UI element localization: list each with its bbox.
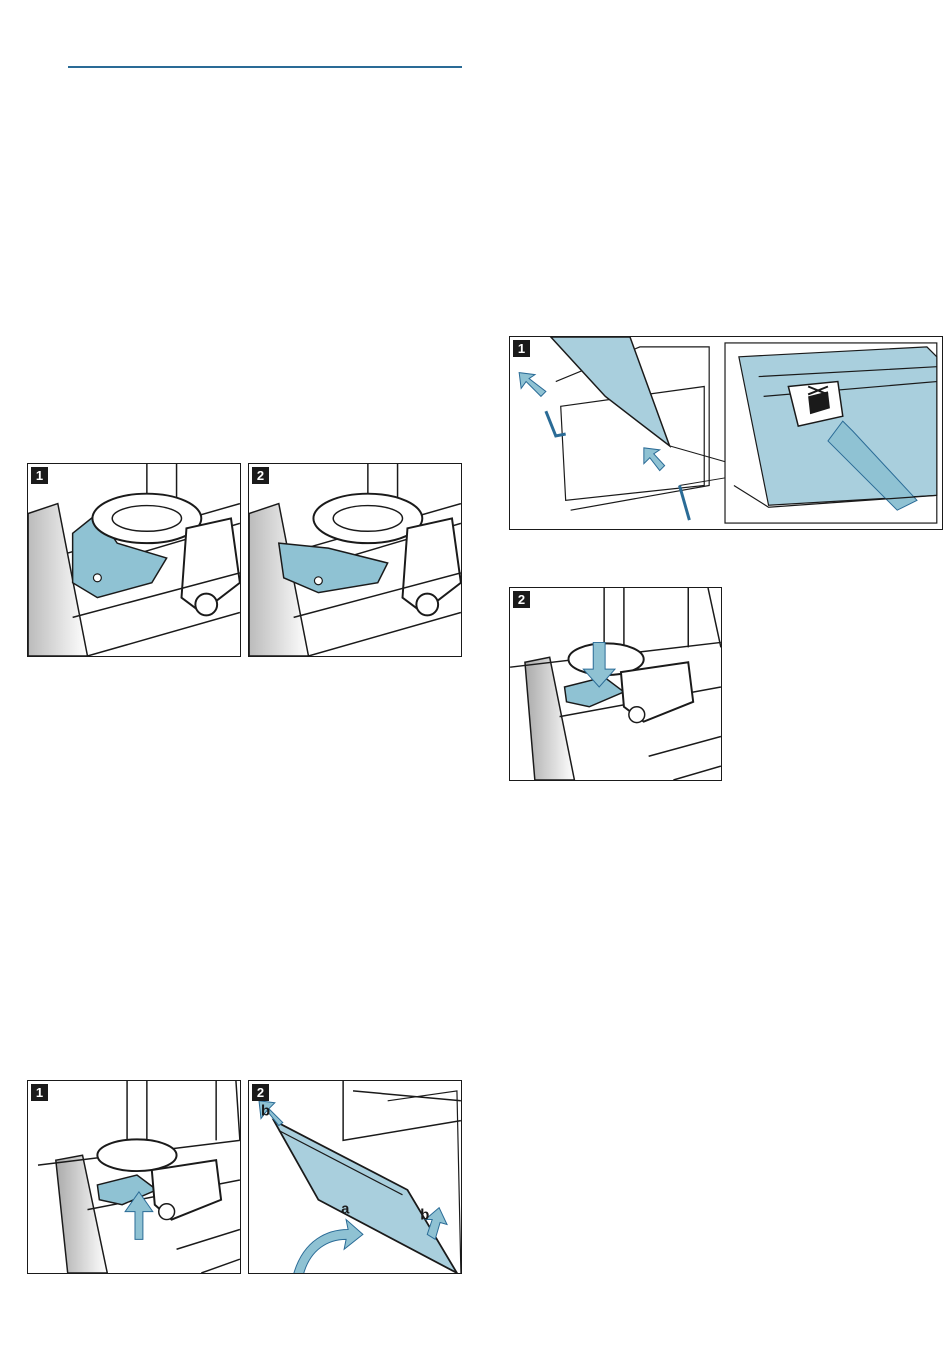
label-a: a	[341, 1202, 350, 1218]
step-badge: 2	[252, 1084, 269, 1101]
hinge-lever-open-illustration	[28, 464, 240, 656]
hinge-lever-locked-illustration	[249, 464, 461, 656]
label-b-right: b	[420, 1208, 429, 1224]
hinge-lever-press-down-illustration	[510, 588, 721, 780]
label-b-top: b	[261, 1104, 270, 1120]
step-badge: 1	[31, 467, 48, 484]
glass-figure-step-1: 1	[509, 336, 943, 530]
door-figure-step-2: 2 a b b	[248, 1080, 462, 1274]
step-badge: 1	[513, 340, 530, 357]
glass-pane-insert-illustration	[510, 337, 942, 529]
hinge-figure-step-2: 2	[248, 463, 462, 657]
step-badge: 1	[31, 1084, 48, 1101]
section-rule	[68, 66, 462, 68]
glass-figure-step-2: 2	[509, 587, 722, 781]
step-badge: 2	[252, 467, 269, 484]
step-badge: 2	[513, 591, 530, 608]
hinge-figure-step-1: 1	[27, 463, 241, 657]
door-lift-off-illustration: a b b	[249, 1081, 461, 1273]
door-figure-step-1: 1	[27, 1080, 241, 1274]
hinge-lever-push-up-illustration	[28, 1081, 240, 1273]
